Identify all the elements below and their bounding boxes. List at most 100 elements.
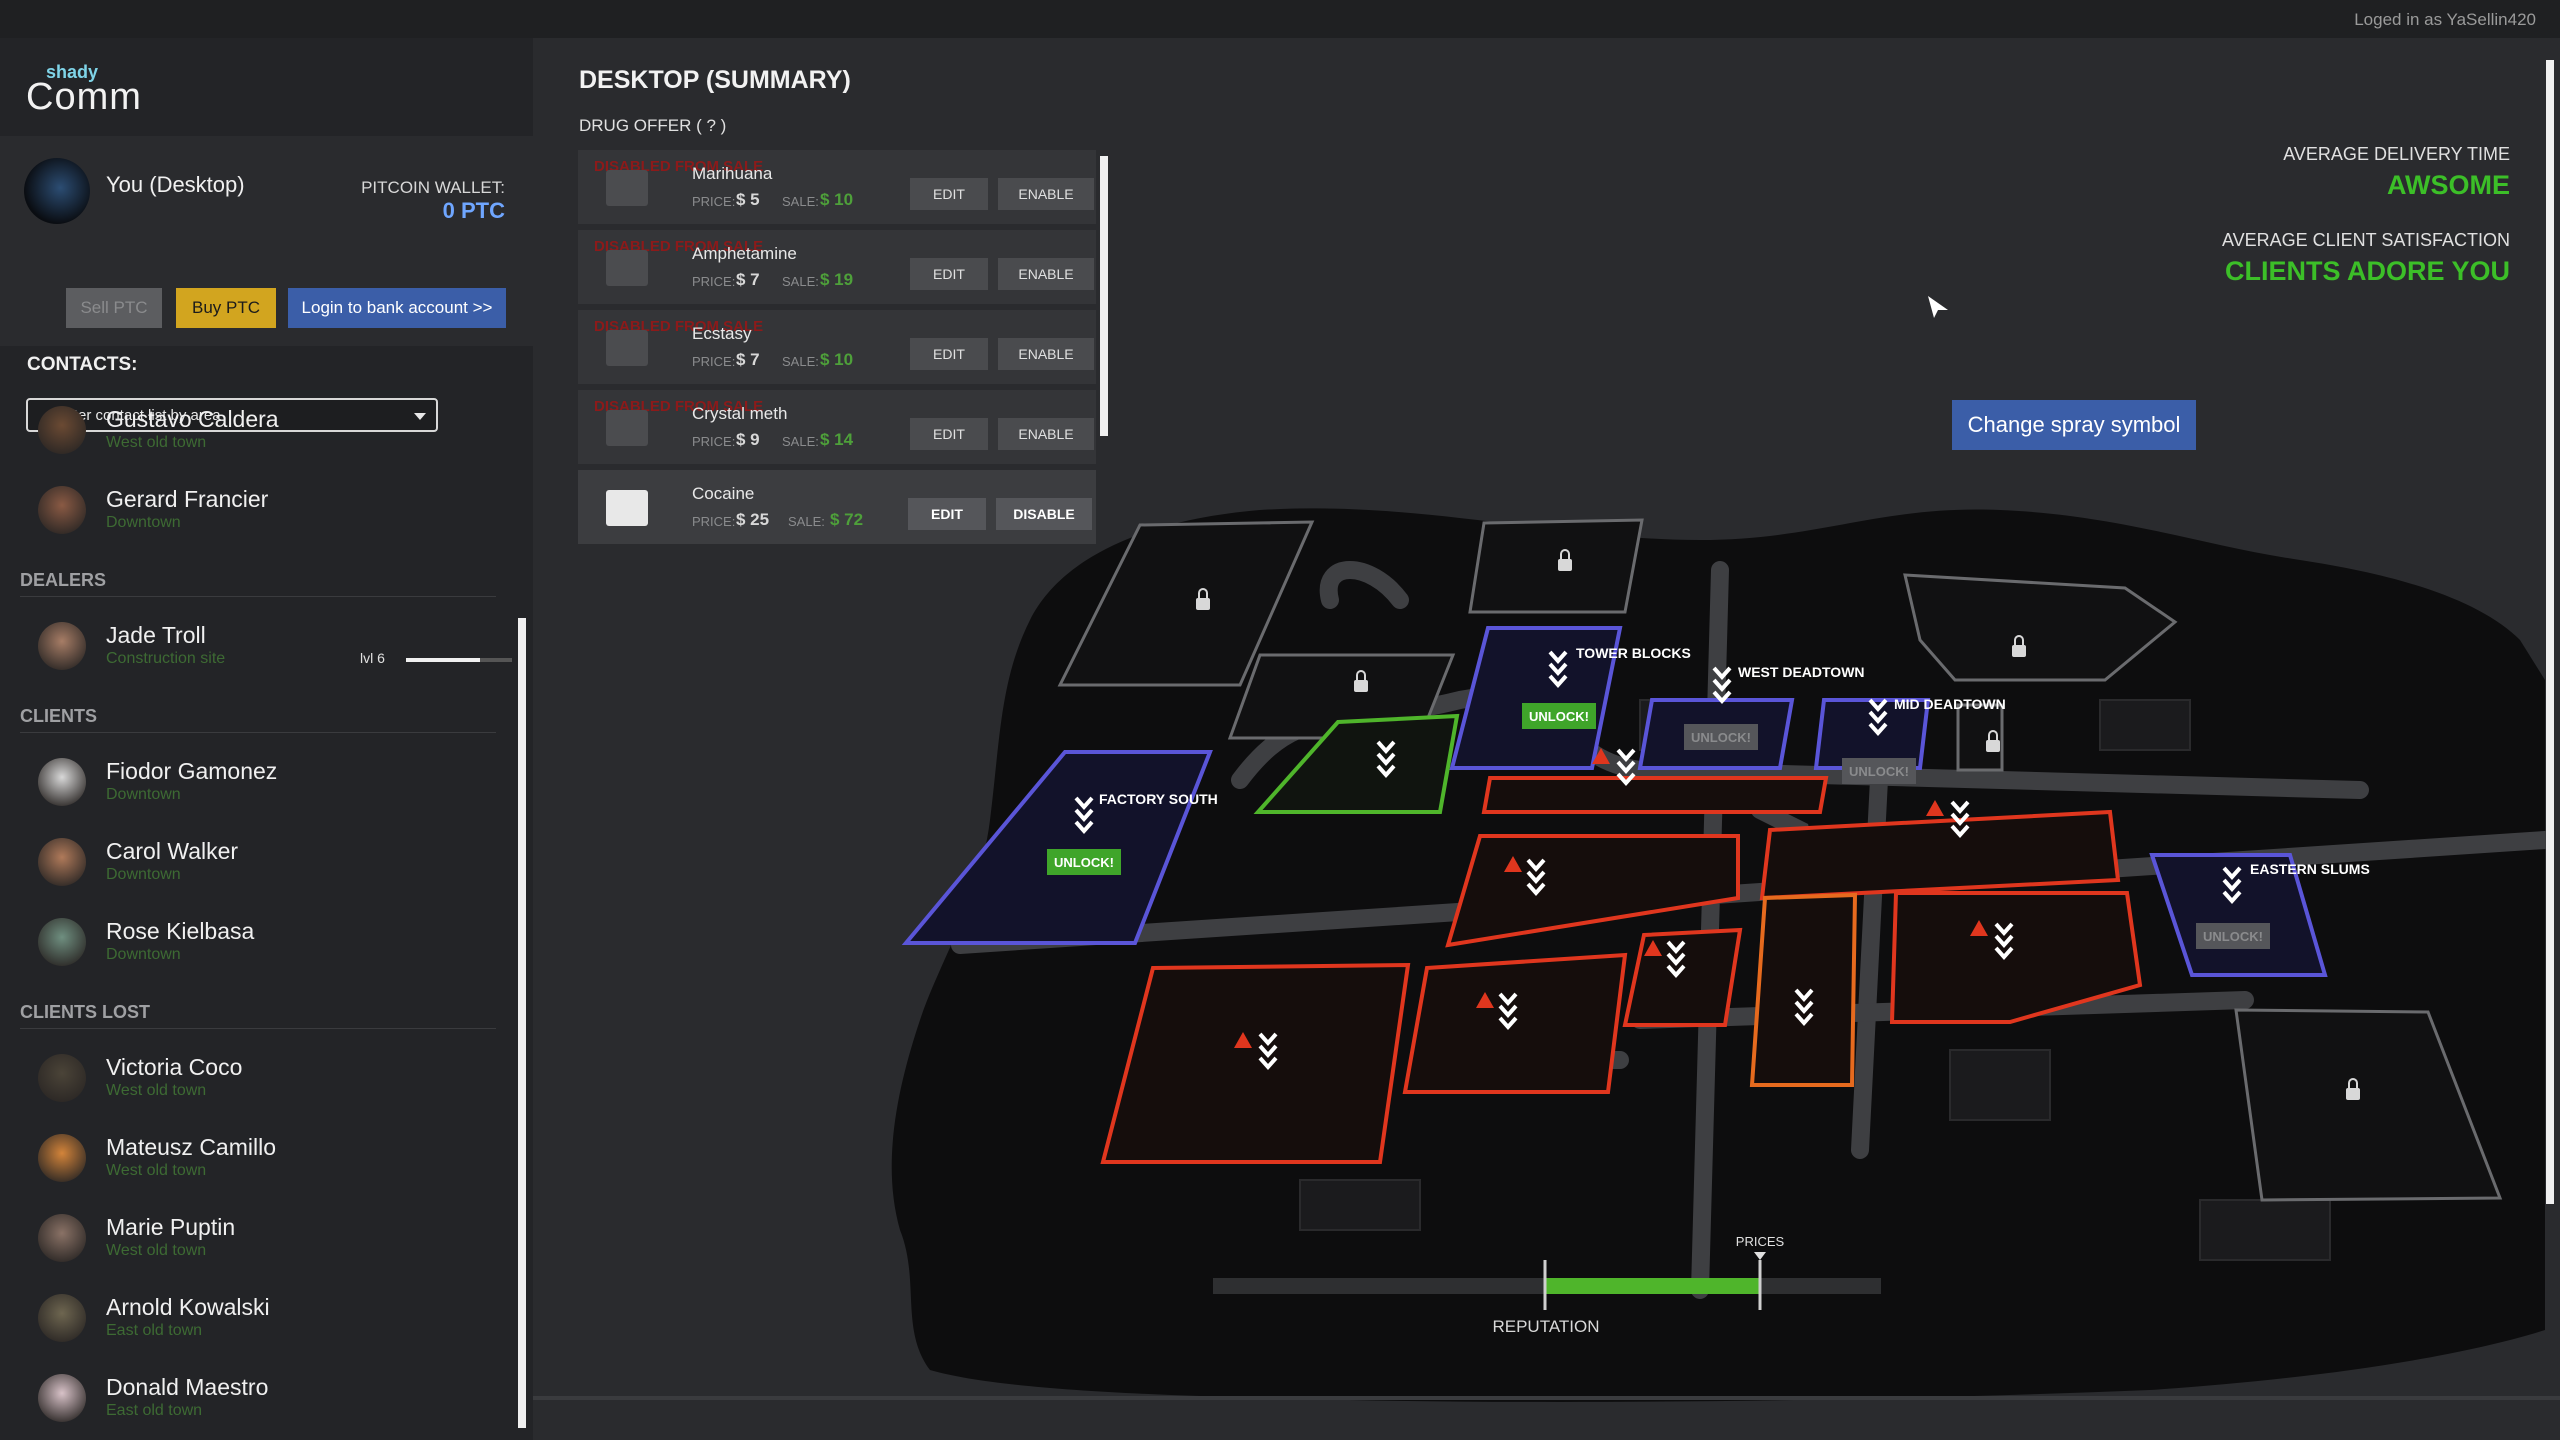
contact-row[interactable]: Gerard Francier Downtown (38, 480, 498, 540)
area-filter-placeholder: Filter contact list by area (58, 407, 221, 424)
sell-ptc-button[interactable]: Sell PTC (66, 288, 162, 328)
contact-avatar (38, 486, 86, 534)
section-divider (20, 596, 496, 597)
drug-thumbnail (606, 170, 648, 206)
contacts-label: CONTACTS: (27, 354, 138, 375)
sale-label: SALE: (782, 194, 819, 209)
contact-avatar (38, 406, 86, 454)
drug-name: Ecstasy (692, 324, 752, 343)
sale-value: $ 19 (820, 270, 854, 289)
dealers-heading: DEALERS (20, 570, 107, 590)
enable-offer-button[interactable]: ENABLE (998, 178, 1094, 210)
warning-icon (1234, 748, 1988, 1048)
drug-name: Crystal meth (692, 404, 788, 423)
offer-row: DISABLED FROM SALE Crystal meth PRICE: $… (578, 390, 1096, 464)
district-label: WEST DEADTOWN (1738, 664, 1865, 680)
enable-offer-button[interactable]: ENABLE (998, 418, 1094, 450)
drug-name: Amphetamine (692, 244, 797, 263)
contact-name: Rose Kielbasa (106, 918, 255, 944)
sidebar-scrollbar[interactable] (518, 618, 526, 1428)
drug-offer-list: DISABLED FROM SALE Marihuana PRICE: $ 5 … (578, 150, 1098, 544)
drug-name: Marihuana (692, 164, 773, 183)
district-label: MID DEADTOWN (1894, 696, 2006, 712)
price-value: $ 5 (736, 190, 760, 209)
edit-offer-button[interactable]: EDIT (910, 338, 988, 370)
area-filter-select[interactable]: Filter contact list by area (26, 398, 438, 432)
drug-thumbnail (606, 250, 648, 286)
offer-row: DISABLED FROM SALE Amphetamine PRICE: $ … (578, 230, 1096, 304)
district-label: TOWER BLOCKS (1576, 645, 1691, 661)
enable-offer-button[interactable]: ENABLE (998, 338, 1094, 370)
contact-name: Victoria Coco (106, 1054, 243, 1080)
price-value: $ 7 (736, 350, 760, 369)
contact-area: Downtown (106, 514, 181, 531)
dealer-row[interactable]: Jade Troll Construction site (38, 616, 498, 676)
contact-area: Construction site (106, 650, 226, 667)
contact-area: Downtown (106, 866, 181, 883)
contact-row[interactable]: Gustavo Caldera West old town (38, 400, 498, 460)
logo-big-text: Comm (26, 76, 142, 118)
red-districts (1100, 776, 2143, 1164)
lost-client-row[interactable]: Marie Puptin West old town (38, 1208, 498, 1268)
drug-offer-label[interactable]: DRUG OFFER ( ? ) (579, 116, 727, 135)
unlock-label: UNLOCK! (2203, 929, 2263, 944)
buy-ptc-button[interactable]: Buy PTC (176, 288, 276, 328)
contact-avatar (38, 1054, 86, 1102)
sale-value: $ 14 (820, 430, 854, 449)
contact-area: Downtown (106, 786, 181, 803)
contact-avatar (38, 622, 86, 670)
section-divider (20, 1028, 496, 1029)
disable-offer-button[interactable]: DISABLE (996, 498, 1092, 530)
price-label: PRICE: (692, 354, 736, 369)
sale-value: $ 10 (820, 190, 854, 209)
lost-client-row[interactable]: Donald Maestro East old town (38, 1368, 498, 1428)
edit-offer-button[interactable]: EDIT (910, 258, 988, 290)
client-row[interactable]: Carol Walker Downtown (38, 832, 498, 892)
main-scrollbar[interactable] (2546, 60, 2554, 1204)
lock-icon (1196, 549, 2360, 1100)
lost-client-row[interactable]: Mateusz Camillo West old town (38, 1128, 498, 1188)
offer-row: DISABLED FROM SALE Ecstasy PRICE: $ 7 SA… (578, 310, 1096, 384)
contact-name: Mateusz Camillo (106, 1134, 276, 1160)
user-avatar[interactable] (24, 158, 90, 224)
client-row[interactable]: Fiodor Gamonez Downtown (38, 752, 498, 812)
price-value: $ 7 (736, 270, 760, 289)
lost-client-row[interactable]: Arnold Kowalski East old town (38, 1288, 498, 1348)
edit-offer-button[interactable]: EDIT (910, 178, 988, 210)
sale-label: SALE: (788, 514, 825, 529)
contact-area: Downtown (106, 946, 181, 963)
sale-value: $ 72 (830, 510, 864, 529)
offers-scrollbar[interactable] (1100, 156, 1108, 436)
contact-name: Arnold Kowalski (106, 1294, 270, 1320)
contact-avatar (38, 1214, 86, 1262)
top-bar: Loged in as YaSellin420 (0, 0, 2560, 38)
wallet-label: PITCOIN WALLET: (361, 178, 505, 197)
bank-login-button[interactable]: Login to bank account >> (288, 288, 506, 328)
lost-client-row[interactable]: Victoria Coco West old town (38, 1048, 498, 1108)
client-row[interactable]: Rose Kielbasa Downtown (38, 912, 498, 972)
drug-thumbnail (606, 330, 648, 366)
contact-avatar (38, 918, 86, 966)
user-name: You (Desktop) (106, 172, 245, 197)
enable-offer-button[interactable]: ENABLE (998, 258, 1094, 290)
unlock-label: UNLOCK! (1529, 709, 1589, 724)
dealer-level-bar-fill (406, 658, 481, 662)
cursor-icon (1928, 296, 1948, 318)
delivery-time-label: AVERAGE DELIVERY TIME (2283, 144, 2510, 164)
change-spray-button[interactable]: Change spray symbol (1952, 400, 2196, 450)
sale-label: SALE: (782, 434, 819, 449)
map-roads (951, 561, 2554, 1299)
contact-name: Gustavo Caldera (106, 406, 279, 432)
bottom-divider (533, 1396, 2560, 1400)
contact-avatar (38, 1294, 86, 1342)
page-title: DESKTOP (SUMMARY) (579, 66, 851, 94)
edit-offer-button[interactable]: EDIT (908, 498, 986, 530)
contact-name: Gerard Francier (106, 486, 269, 512)
price-value: $ 9 (736, 430, 760, 449)
unlock-label: UNLOCK! (1054, 855, 1114, 870)
prices-label: PRICES (1736, 1234, 1785, 1249)
login-status: Loged in as YaSellin420 (2354, 10, 2536, 29)
contact-area: West old town (106, 434, 207, 451)
contact-area: East old town (106, 1322, 203, 1339)
edit-offer-button[interactable]: EDIT (910, 418, 988, 450)
